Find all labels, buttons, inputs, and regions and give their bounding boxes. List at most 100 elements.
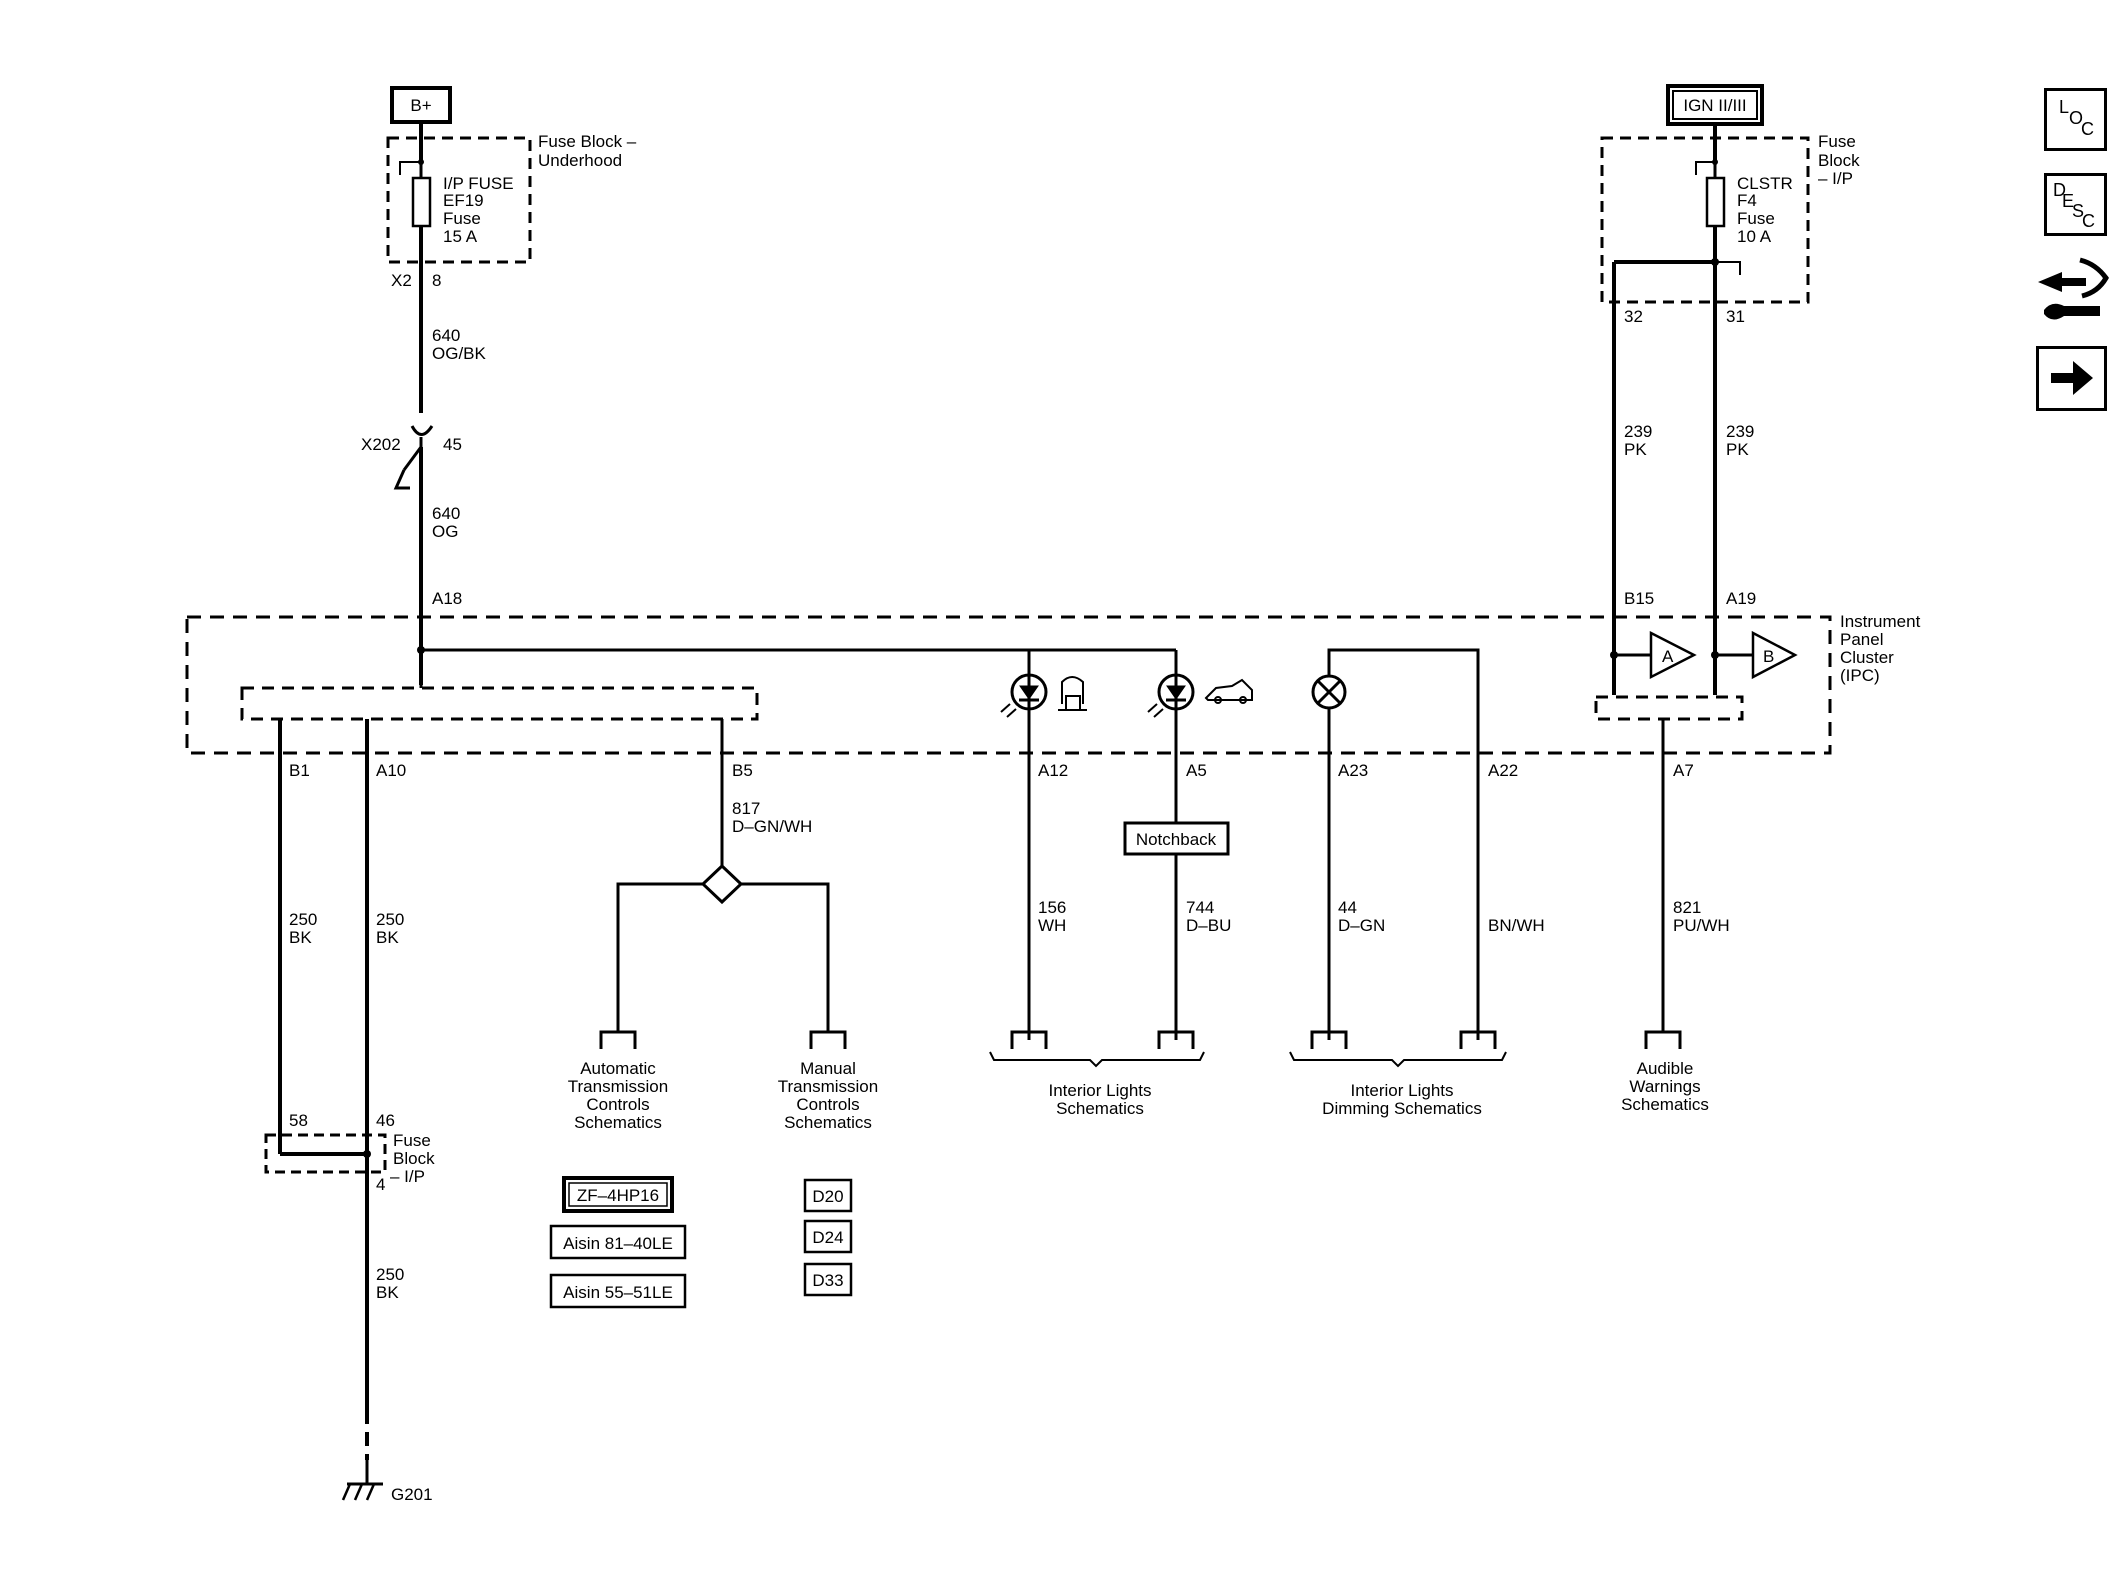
trunk-car-icon bbox=[1204, 678, 1253, 704]
svg-text:Transmission: Transmission bbox=[568, 1077, 668, 1096]
svg-text:Interior Lights: Interior Lights bbox=[1049, 1081, 1152, 1100]
svg-text:D33: D33 bbox=[812, 1271, 843, 1290]
option-d24-box bbox=[803, 1219, 853, 1254]
svg-text:Underhood: Underhood bbox=[538, 151, 622, 170]
connector-icon[interactable] bbox=[2034, 252, 2110, 332]
dome-light-icon bbox=[1058, 676, 1087, 711]
svg-text:BN/WH: BN/WH bbox=[1488, 916, 1545, 935]
svg-text:640: 640 bbox=[432, 326, 460, 345]
svg-text:744: 744 bbox=[1186, 898, 1214, 917]
svg-text:31: 31 bbox=[1726, 307, 1745, 326]
svg-text:Automatic: Automatic bbox=[580, 1059, 656, 1078]
svg-text:EF19: EF19 bbox=[443, 191, 484, 210]
svg-text:Aisin 81–40LE: Aisin 81–40LE bbox=[563, 1234, 673, 1253]
fuse-block-ip-top bbox=[1600, 136, 1810, 304]
svg-text:250: 250 bbox=[376, 1265, 404, 1284]
fuse-f4 bbox=[1705, 176, 1726, 228]
fuse-ef19 bbox=[411, 176, 432, 228]
svg-text:D–GN/WH: D–GN/WH bbox=[732, 817, 812, 836]
svg-text:A23: A23 bbox=[1338, 761, 1368, 780]
svg-text:PK: PK bbox=[1624, 440, 1647, 459]
notchback-box bbox=[1123, 821, 1230, 856]
svg-text:8: 8 bbox=[432, 271, 441, 290]
svg-text:D–GN: D–GN bbox=[1338, 916, 1385, 935]
svg-text:Instrument: Instrument bbox=[1840, 612, 1921, 631]
svg-text:PK: PK bbox=[1726, 440, 1749, 459]
svg-text:Fuse Block –: Fuse Block – bbox=[538, 132, 637, 151]
svg-text:D20: D20 bbox=[812, 1187, 843, 1206]
arrow-right-icon bbox=[2051, 361, 2093, 395]
svg-text:F4: F4 bbox=[1737, 191, 1757, 210]
svg-text:A: A bbox=[1662, 647, 1674, 666]
svg-text:Controls: Controls bbox=[796, 1095, 859, 1114]
connector-stub-auto bbox=[599, 1030, 637, 1049]
svg-text:45: 45 bbox=[443, 435, 462, 454]
svg-text:CLSTR: CLSTR bbox=[1737, 174, 1793, 193]
svg-text:Dimming Schematics: Dimming Schematics bbox=[1322, 1099, 1482, 1118]
svg-text:817: 817 bbox=[732, 799, 760, 818]
svg-text:46: 46 bbox=[376, 1111, 395, 1130]
fuse-block-underhood bbox=[386, 136, 532, 264]
connector-stub-a5 bbox=[1157, 1030, 1195, 1049]
svg-text:(IPC): (IPC) bbox=[1840, 666, 1880, 685]
svg-text:250: 250 bbox=[376, 910, 404, 929]
svg-text:Schematics: Schematics bbox=[1056, 1099, 1144, 1118]
svg-text:A18: A18 bbox=[432, 589, 462, 608]
svg-text:X202: X202 bbox=[361, 435, 401, 454]
svg-text:32: 32 bbox=[1624, 307, 1643, 326]
svg-text:10 A: 10 A bbox=[1737, 227, 1772, 246]
svg-text:Interior Lights: Interior Lights bbox=[1351, 1081, 1454, 1100]
svg-text:B5: B5 bbox=[732, 761, 753, 780]
fuse-block-ip-bottom bbox=[264, 1133, 387, 1174]
connector-stub-a12 bbox=[1010, 1030, 1048, 1049]
connector-stub-a22 bbox=[1459, 1030, 1497, 1049]
svg-text:Fuse: Fuse bbox=[443, 209, 481, 228]
dimming-lamp-icon bbox=[1311, 674, 1347, 710]
svg-text:D24: D24 bbox=[812, 1228, 843, 1247]
svg-text:BK: BK bbox=[376, 928, 399, 947]
brace-interior-lights bbox=[989, 1051, 1205, 1068]
svg-text:Manual: Manual bbox=[800, 1059, 856, 1078]
trunk-lamp-led-icon bbox=[1147, 673, 1195, 718]
svg-text:BK: BK bbox=[289, 928, 312, 947]
svg-text:OG/BK: OG/BK bbox=[432, 344, 487, 363]
svg-text:B: B bbox=[1763, 647, 1774, 666]
svg-text:A10: A10 bbox=[376, 761, 406, 780]
location-button[interactable]: L O C bbox=[2044, 88, 2107, 151]
svg-text:4: 4 bbox=[376, 1175, 385, 1194]
svg-text:Transmission: Transmission bbox=[778, 1077, 878, 1096]
svg-text:Warnings: Warnings bbox=[1629, 1077, 1700, 1096]
svg-text:Controls: Controls bbox=[586, 1095, 649, 1114]
connector-stub-a7 bbox=[1644, 1030, 1682, 1049]
ipc-audible-circuit bbox=[1594, 695, 1744, 721]
svg-text:44: 44 bbox=[1338, 898, 1357, 917]
description-letter-s: S bbox=[2072, 201, 2084, 221]
description-letter-e: E bbox=[2062, 191, 2074, 211]
ground-symbol-icon bbox=[341, 1460, 383, 1501]
svg-text:Block: Block bbox=[1818, 151, 1860, 170]
svg-text:Fuse: Fuse bbox=[1818, 132, 1856, 151]
svg-text:640: 640 bbox=[432, 504, 460, 523]
description-button[interactable]: D E S C bbox=[2044, 173, 2107, 236]
svg-text:B15: B15 bbox=[1624, 589, 1654, 608]
svg-text:A22: A22 bbox=[1488, 761, 1518, 780]
interior-lamp-led-icon bbox=[1000, 673, 1048, 718]
ground-label: G201 bbox=[391, 1485, 433, 1504]
svg-text:B1: B1 bbox=[289, 761, 310, 780]
location-letter-l: L bbox=[2059, 97, 2069, 117]
svg-text:A7: A7 bbox=[1673, 761, 1694, 780]
svg-text:A12: A12 bbox=[1038, 761, 1068, 780]
location-letter-o: O bbox=[2069, 108, 2083, 128]
brace-dimming bbox=[1289, 1051, 1507, 1068]
svg-text:A19: A19 bbox=[1726, 589, 1756, 608]
svg-text:D–BU: D–BU bbox=[1186, 916, 1231, 935]
connector-stub-manual bbox=[809, 1030, 847, 1049]
svg-text:821: 821 bbox=[1673, 898, 1701, 917]
option-d20-box bbox=[803, 1178, 853, 1213]
ipc-module bbox=[185, 615, 1832, 755]
location-letter-c: C bbox=[2081, 119, 2094, 139]
ign-label: IGN II/III bbox=[1683, 96, 1746, 115]
next-page-button[interactable] bbox=[2036, 346, 2107, 411]
svg-text:Panel: Panel bbox=[1840, 630, 1883, 649]
